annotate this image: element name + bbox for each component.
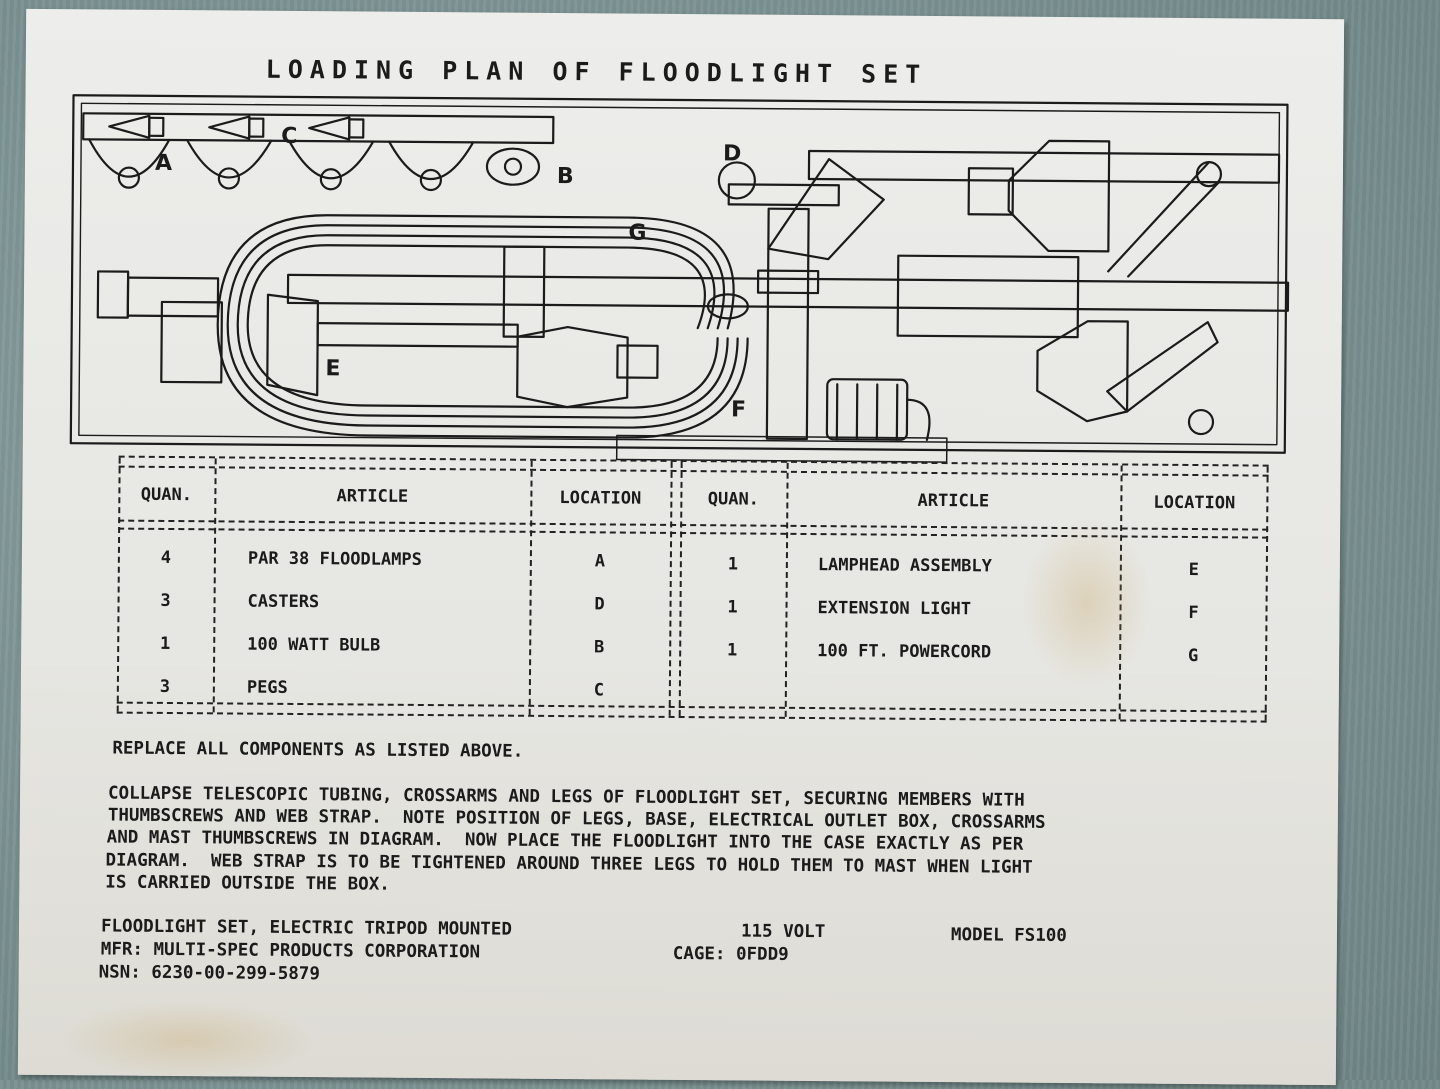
label-a: A (155, 151, 172, 176)
row-location: G (1119, 645, 1267, 666)
row-quan: 3 (117, 591, 213, 612)
header-article-left: ARTICLE (214, 485, 530, 507)
row-article: 100 WATT BULB (247, 635, 380, 656)
water-stain (58, 999, 319, 1081)
footer-model: MODEL FS100 (951, 924, 1067, 947)
header-article-right: ARTICLE (786, 490, 1120, 513)
placard-title: LOADING PLAN OF FLOODLIGHT SET (266, 55, 1066, 90)
lamphead-assembly (267, 245, 658, 408)
label-g: G (628, 221, 646, 246)
row-location: A (530, 551, 670, 572)
row-quan: 4 (118, 548, 214, 569)
row-quan: 1 (679, 640, 785, 661)
row-location: C (529, 680, 669, 701)
row-article: EXTENSION LIGHT (817, 598, 971, 619)
header-quan-left: QUAN. (118, 485, 214, 506)
extension-light (827, 379, 930, 440)
loading-diagram: A C B D G E F (67, 93, 1300, 473)
header-location-left: LOCATION (530, 488, 670, 509)
replace-instruction: REPLACE ALL COMPONENTS AS LISTED ABOVE. (112, 738, 523, 764)
header-quan-right: QUAN. (680, 489, 786, 510)
instruction-line-5: IS CARRIED OUTSIDE THE BOX. (105, 871, 390, 896)
row-quan: 1 (680, 554, 786, 575)
row-quan: 1 (117, 634, 213, 655)
label-c: C (281, 124, 297, 149)
label-e: E (325, 356, 340, 381)
row-location: B (529, 637, 669, 658)
footer-voltage: 115 VOLT (741, 920, 825, 943)
row-quan: 3 (117, 677, 213, 698)
powercord-coil (217, 214, 949, 462)
pegs-group (83, 113, 553, 143)
row-article: LAMPHEAD ASSEMBLY (818, 555, 992, 576)
water-stain (1021, 517, 1152, 688)
casters-group (719, 162, 839, 205)
label-f: F (731, 397, 746, 422)
footer-cage: CAGE: 0FDD9 (673, 943, 789, 966)
footer-product: FLOODLIGHT SET, ELECTRIC TRIPOD MOUNTED (101, 915, 512, 941)
row-quan: 1 (679, 597, 785, 618)
row-article: CASTERS (247, 592, 319, 613)
footer-mfr: MFR: MULTI-SPEC PRODUCTS CORPORATION (101, 938, 480, 963)
mast-group (97, 153, 1289, 442)
label-b: B (557, 164, 574, 189)
row-article: PEGS (247, 678, 288, 698)
label-d: D (723, 141, 741, 166)
row-article: PAR 38 FLOODLAMPS (248, 549, 422, 570)
footer-nsn: NSN: 6230-00-299-5879 (99, 961, 320, 985)
header-location-right: LOCATION (1120, 492, 1268, 513)
row-location: D (529, 594, 669, 615)
row-article: 100 FT. POWERCORD (817, 641, 991, 662)
floodlight-loading-placard: LOADING PLAN OF FLOODLIGHT SET (18, 9, 1344, 1085)
